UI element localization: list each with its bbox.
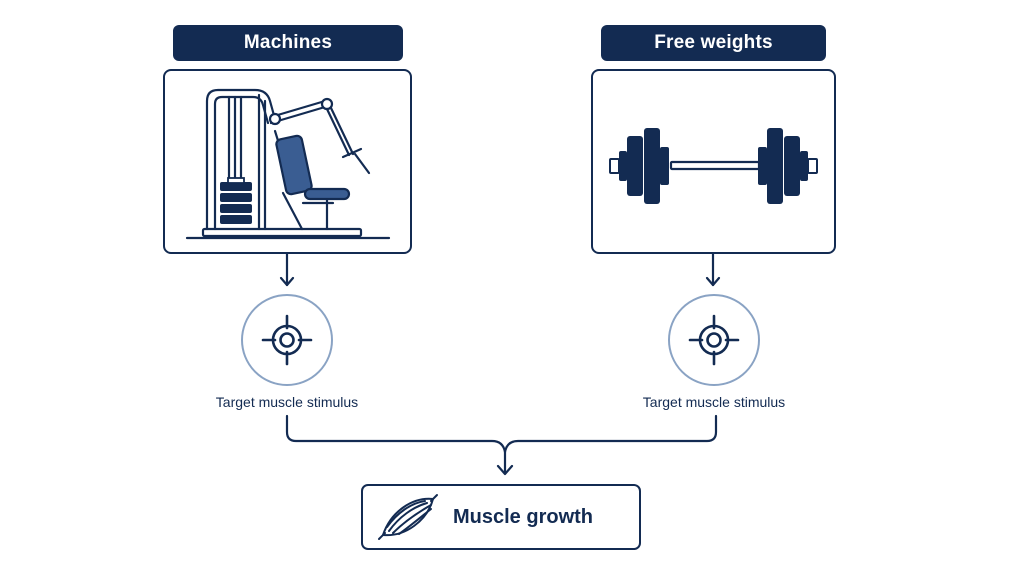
weight-machine-icon: [185, 88, 391, 240]
muscle-growth-box: Muscle growth: [361, 484, 641, 550]
free-weights-panel: [591, 69, 836, 254]
crosshair-icon: [688, 314, 740, 366]
left-target-label: Target muscle stimulus: [215, 394, 359, 410]
free-weights-header: Free weights: [601, 25, 826, 61]
muscle-growth-label: Muscle growth: [453, 505, 594, 528]
muscle-icon: [378, 494, 438, 540]
right-target-circle: [668, 294, 760, 386]
machines-panel: [163, 69, 412, 254]
barbell-icon: [609, 128, 818, 204]
merge-line-left: [285, 414, 507, 475]
merge-line-right: [503, 414, 718, 454]
right-target-label: Target muscle stimulus: [642, 394, 786, 410]
machines-title: Machines: [243, 32, 333, 53]
machines-header: Machines: [173, 25, 403, 61]
left-target-circle: [241, 294, 333, 386]
crosshair-icon: [261, 314, 313, 366]
free-weights-title: Free weights: [654, 32, 773, 53]
